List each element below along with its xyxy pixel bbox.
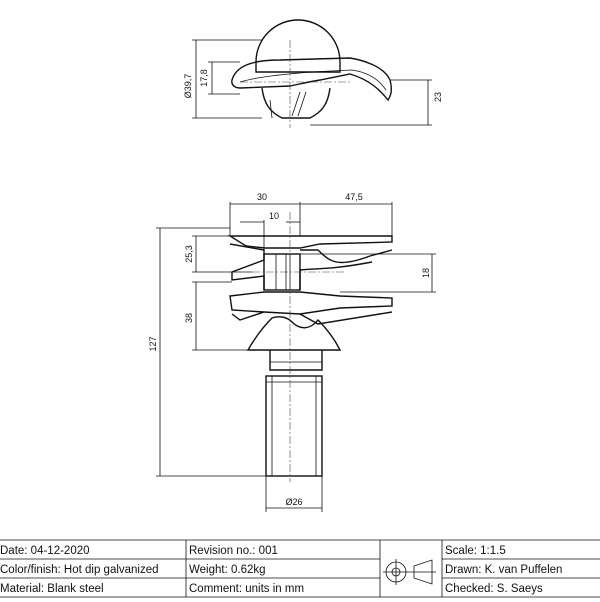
top-view: Ø39,7 17,8 23 [183, 19, 443, 128]
weight-field: Weight: 0.62kg [189, 564, 266, 576]
revision-field: Revision no.: 001 [189, 545, 278, 557]
dim-slot: 10 [269, 211, 279, 221]
color-finish-field: Color/finish: Hot dip galvanized [0, 564, 159, 576]
material-field: Material: Blank steel [0, 583, 104, 595]
front-view: 30 47,5 10 25,3 18 38 127 Ø26 [148, 192, 436, 512]
dim-shaft-diameter: Ø26 [285, 497, 302, 507]
dim-right-height: 18 [421, 268, 431, 278]
date-field: Date: 04-12-2020 [0, 545, 90, 557]
dim-mid-height: 38 [184, 313, 194, 323]
dim-top-right: 23 [433, 92, 443, 102]
dim-total-height: 127 [148, 336, 158, 351]
dim-width-left: 30 [257, 192, 267, 202]
title-block: Date: 04-12-2020 Color/finish: Hot dip g… [0, 539, 600, 598]
scale-field: Scale: 1:1.5 [445, 545, 506, 557]
projection-symbol-icon [383, 559, 436, 585]
dim-width-right: 47,5 [345, 192, 363, 202]
dim-top-diameter: Ø39,7 [183, 74, 193, 99]
checked-field: Checked: S. Saeys [445, 583, 543, 595]
drawn-field: Drawn: K. van Puffelen [445, 564, 562, 576]
dim-top-height: 17,8 [199, 69, 209, 87]
dim-upper-height: 25,3 [184, 245, 194, 263]
comment-field: Comment: units in mm [189, 583, 304, 595]
